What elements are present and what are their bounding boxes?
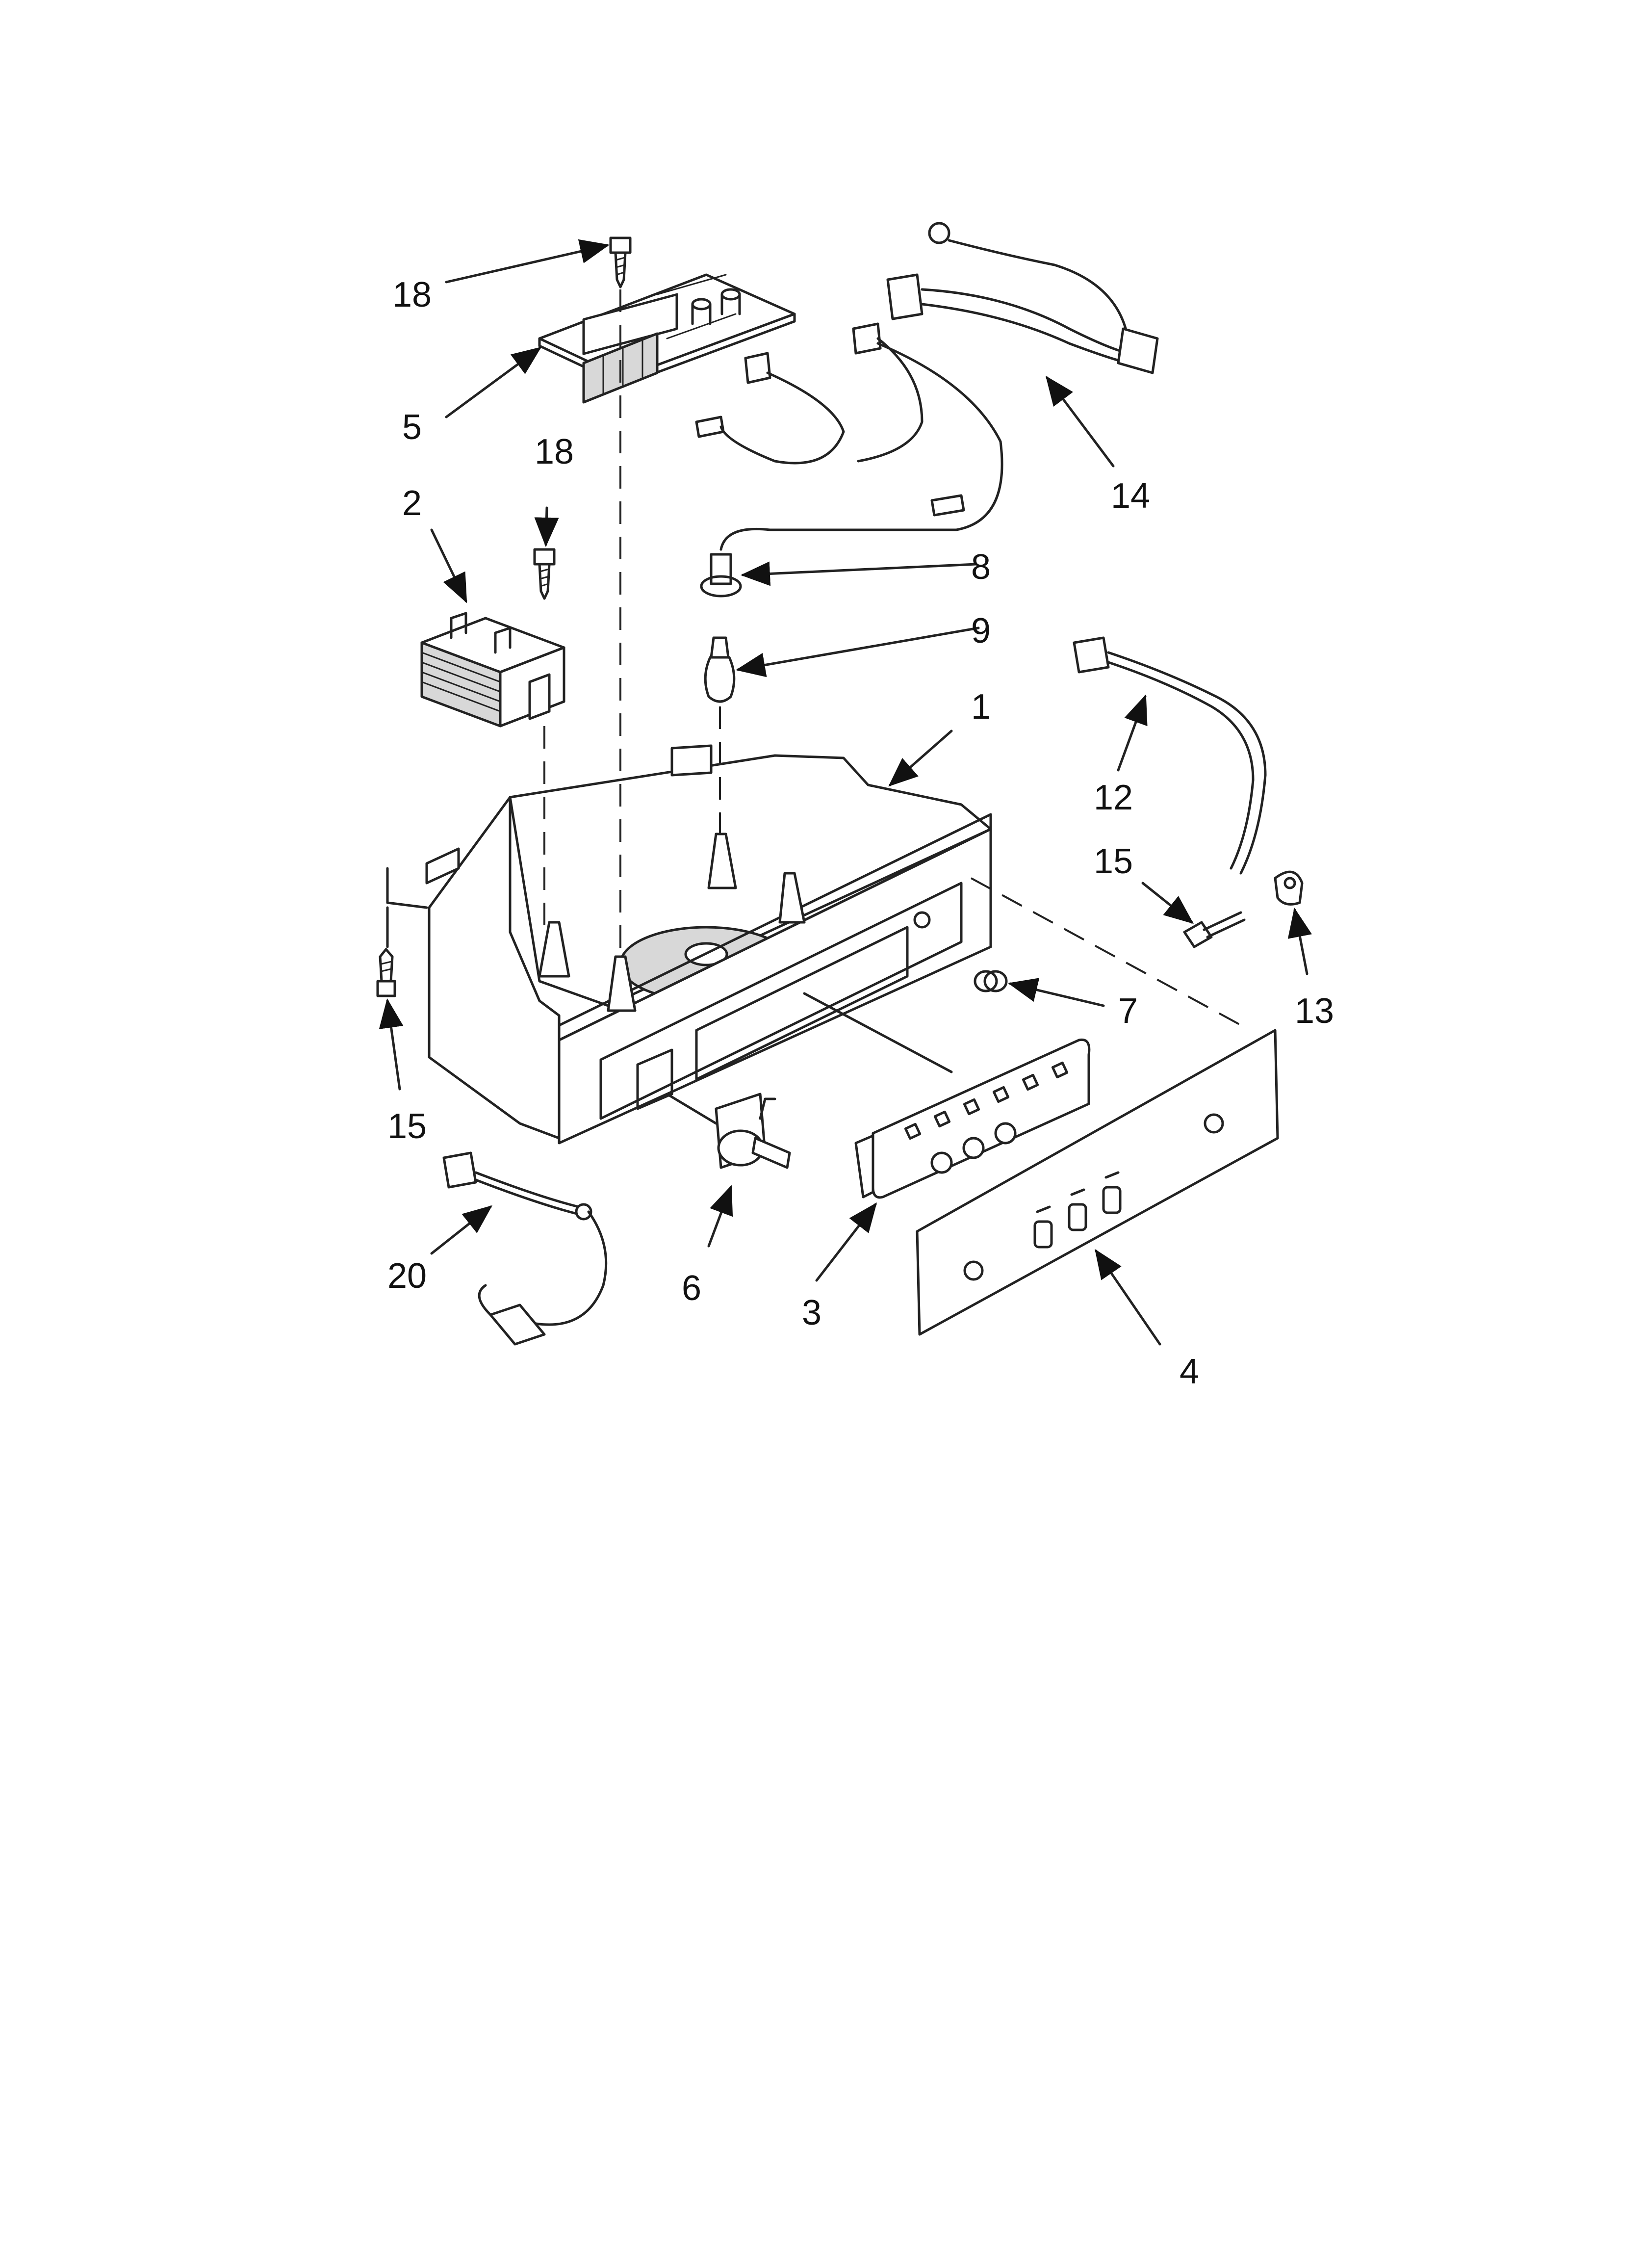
callout-labels: 18 5 18 2 14 8 9 1 12 15 13 7 15 20 6 3 … [387,275,1334,1391]
callout-18-top: 18 [392,275,432,314]
callout-15-right: 15 [1094,842,1133,881]
overlay-panel [916,1029,1279,1336]
callout-5: 5 [402,408,422,447]
terminal-13 [1274,870,1304,906]
callout-13: 13 [1295,991,1334,1031]
callout-8: 8 [971,547,991,587]
grommet-7 [974,970,1008,992]
callout-14: 14 [1111,476,1150,516]
screw-15-right [1183,911,1246,948]
callout-3: 3 [802,1293,821,1332]
callout-6: 6 [682,1269,701,1308]
callout-15-left: 15 [387,1107,427,1146]
control-board [538,273,796,404]
callout-12: 12 [1094,778,1133,817]
wire-20 [442,1151,608,1346]
callout-18-mid: 18 [535,432,574,471]
screw-15-left [376,948,396,997]
callout-4: 4 [1180,1352,1199,1391]
assembly-lines [386,289,1246,1125]
wire-harness-8 [695,322,1003,598]
door-switch [715,1093,791,1169]
wire-12 [1073,636,1267,875]
light-bulb [704,636,736,703]
callout-arrows [379,239,1312,1346]
callout-9: 9 [971,611,991,651]
screw-18-mid [533,548,556,600]
control-panel [854,1038,1091,1199]
wire-harness-14 [886,222,1159,374]
screw-18-top [609,236,632,288]
transformer [420,612,565,728]
control-housing [386,744,992,1145]
callout-1: 1 [971,687,991,727]
callout-20: 20 [387,1256,427,1296]
callout-2: 2 [402,484,422,523]
callout-7: 7 [1118,991,1138,1031]
